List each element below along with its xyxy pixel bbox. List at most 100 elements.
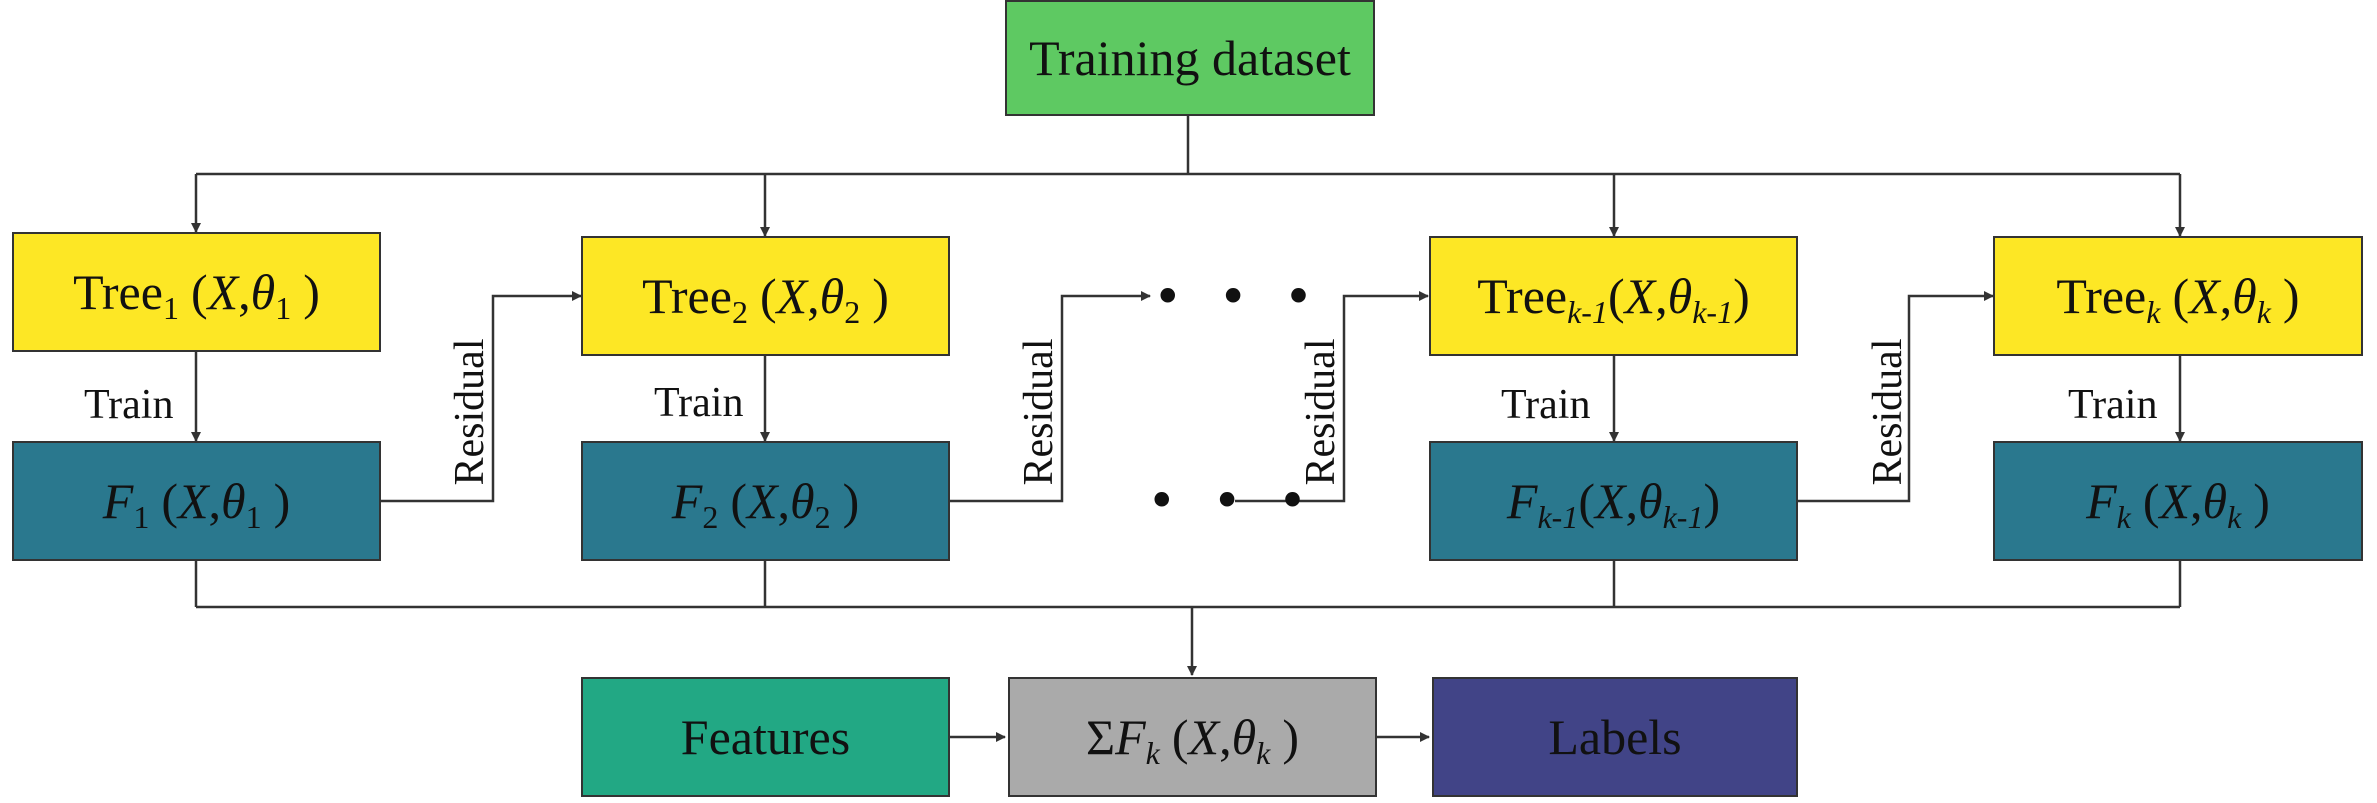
theta-symbol: θ bbox=[790, 473, 815, 529]
f-subscript: k-1 bbox=[1537, 499, 1579, 535]
training-dataset-box: Training dataset bbox=[1005, 0, 1375, 116]
features-box: Features bbox=[581, 677, 950, 797]
close-paren: ) bbox=[273, 473, 291, 529]
open-paren: ( bbox=[1607, 268, 1625, 324]
theta-subscript: k bbox=[2256, 294, 2271, 330]
theta-symbol: θ bbox=[1638, 473, 1663, 529]
theta-symbol: θ bbox=[819, 268, 845, 324]
residual-arrow-3 bbox=[1235, 291, 1429, 503]
sigma-symbol: Σ bbox=[1086, 709, 1116, 765]
theta-symbol: θ bbox=[2202, 473, 2228, 529]
tree-word: Tree bbox=[642, 268, 732, 324]
residual-arrow-2 bbox=[949, 291, 1151, 503]
f-symbol: F bbox=[102, 473, 134, 529]
f-symbol: F bbox=[1506, 473, 1538, 529]
comma: , bbox=[1625, 473, 1639, 529]
tree-subscript: k bbox=[2146, 294, 2161, 330]
theta-subscript: 2 bbox=[844, 294, 861, 330]
training-dataset-label: Training dataset bbox=[1029, 30, 1351, 86]
open-paren: ( bbox=[759, 268, 777, 324]
f-subscript: k bbox=[2116, 499, 2131, 535]
comma: , bbox=[1219, 709, 1232, 765]
tree-subscript: 2 bbox=[731, 294, 748, 330]
comma: , bbox=[208, 473, 222, 529]
comma: , bbox=[777, 473, 791, 529]
open-paren: ( bbox=[190, 264, 208, 320]
theta-symbol: θ bbox=[250, 264, 276, 320]
theta-symbol: θ bbox=[221, 473, 246, 529]
theta-symbol: θ bbox=[1231, 709, 1257, 765]
open-paren: ( bbox=[1578, 473, 1595, 529]
close-paren: ) bbox=[842, 473, 860, 529]
comma: , bbox=[238, 264, 251, 320]
open-paren: ( bbox=[1171, 709, 1189, 765]
tree-word: Tree bbox=[1477, 268, 1568, 324]
theta-subscript: 1 bbox=[275, 290, 292, 326]
ellipsis-bottom: • • • bbox=[1147, 472, 1318, 530]
theta-symbol: θ bbox=[1667, 268, 1693, 324]
x-variable: X bbox=[1188, 709, 1220, 765]
comma: , bbox=[1655, 268, 1668, 324]
x-variable: X bbox=[746, 473, 778, 529]
f-symbol: F bbox=[1115, 709, 1146, 765]
close-paren: ) bbox=[2253, 473, 2270, 529]
tree-word: Tree bbox=[73, 264, 163, 320]
open-paren: ( bbox=[730, 473, 747, 529]
x-variable: X bbox=[1594, 473, 1626, 529]
x-variable: X bbox=[1624, 268, 1656, 324]
theta-subscript: 1 bbox=[245, 499, 262, 535]
features-label: Features bbox=[680, 709, 851, 765]
close-paren: ) bbox=[872, 268, 889, 324]
x-variable: X bbox=[776, 268, 808, 324]
theta-subscript: k bbox=[1256, 735, 1271, 771]
close-paren: ) bbox=[303, 264, 320, 320]
residual-label-1: Residual bbox=[447, 338, 493, 486]
x-variable: X bbox=[2159, 473, 2191, 529]
train-label-k-1: Train bbox=[1501, 382, 1591, 428]
train-label-k: Train bbox=[2068, 382, 2158, 428]
open-paren: ( bbox=[161, 473, 178, 529]
x-variable: X bbox=[177, 473, 209, 529]
theta-subscript: k-1 bbox=[1692, 294, 1734, 330]
comma: , bbox=[2219, 268, 2233, 324]
residual-label-3: Residual bbox=[1298, 338, 1344, 486]
f-subscript: 2 bbox=[702, 499, 719, 535]
theta-subscript: k bbox=[2227, 499, 2242, 535]
open-paren: ( bbox=[2172, 268, 2190, 324]
f-symbol: F bbox=[2086, 473, 2117, 529]
residual-label-4: Residual bbox=[1865, 338, 1911, 486]
comma: , bbox=[2190, 473, 2203, 529]
tree-subscript: k-1 bbox=[1567, 294, 1608, 330]
train-label-2: Train bbox=[654, 380, 744, 426]
residual-label-2: Residual bbox=[1016, 338, 1062, 486]
train-label-1: Train bbox=[84, 382, 174, 428]
x-variable: X bbox=[207, 264, 239, 320]
f-subscript: k bbox=[1145, 735, 1160, 771]
theta-subscript: 2 bbox=[814, 499, 831, 535]
residual-arrow-4 bbox=[1798, 291, 1994, 503]
close-paren: ) bbox=[1733, 268, 1750, 324]
tree-word: Tree bbox=[2056, 268, 2147, 324]
theta-symbol: θ bbox=[2232, 268, 2257, 324]
comma: , bbox=[807, 268, 820, 324]
labels-label: Labels bbox=[1548, 709, 1682, 765]
close-paren: ) bbox=[1703, 473, 1721, 529]
x-variable: X bbox=[2189, 268, 2220, 324]
theta-subscript: k-1 bbox=[1662, 499, 1704, 535]
f-subscript: 1 bbox=[133, 499, 150, 535]
f-symbol: F bbox=[671, 473, 703, 529]
close-paren: ) bbox=[2282, 268, 2300, 324]
tree-subscript: 1 bbox=[162, 290, 179, 326]
residual-arrow-1 bbox=[381, 291, 582, 503]
